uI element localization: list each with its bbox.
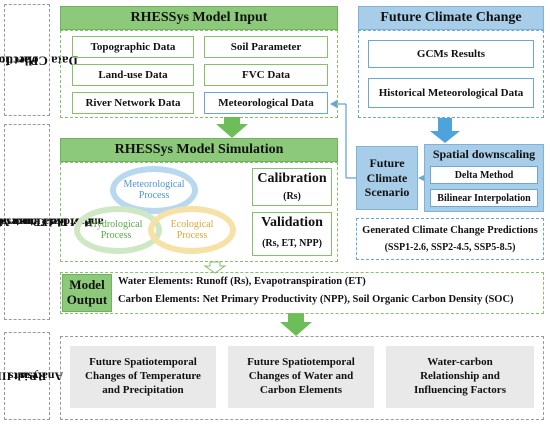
part1-label: Part I: Data Collection: [0, 4, 78, 116]
model-input-panel: [60, 30, 338, 118]
validation-title: Validation: [261, 215, 323, 230]
calibration-sub: (Rs): [283, 190, 301, 202]
delta-method: Delta Method: [430, 166, 538, 184]
arrow-simulation-to-output: [203, 261, 227, 274]
result-water-carbon-relationship: Water-carbon Relationship and Influencin…: [386, 346, 534, 408]
model-output-label-line1: Model: [69, 277, 105, 293]
result-temperature-precipitation: Future Spatiotemporal Changes of Tempera…: [70, 346, 216, 408]
result1-line3: and Precipitation: [102, 383, 184, 396]
result1-line2: Changes of Temperature: [85, 370, 201, 383]
future-scenario-box: Future Climate Scenario: [356, 146, 418, 210]
results-panel: [60, 336, 544, 420]
result3-line1: Water-carbon: [427, 356, 493, 369]
gcms-results: GCMs Results: [368, 40, 534, 68]
result3-line3: Influencing Factors: [414, 383, 506, 396]
future-scenario-line2: Climate: [366, 170, 408, 185]
model-input-title: RHESSys Model Input: [60, 6, 338, 30]
predictions-sub: (SSP1-2.6, SSP2-4.5, SSP5-8.5): [384, 241, 516, 253]
result-water-carbon-elements: Future Spatiotemporal Changes of Water a…: [228, 346, 374, 408]
input-topographic: Topographic Data: [72, 36, 194, 58]
input-river: River Network Data: [72, 92, 194, 114]
ecological-process-label: Ecological Process: [170, 218, 214, 242]
result2-line3: Carbon Elements: [259, 383, 343, 396]
input-soil: Soil Parameter: [204, 36, 328, 58]
part2-label: Part II : Future Meteorological Data Pro…: [0, 124, 103, 320]
hydrological-process-label: Hydrological Process: [89, 218, 143, 242]
meteorological-process-label: Meteorological Process: [123, 178, 185, 202]
simulation-title: RHESSys Model Simulation: [60, 138, 338, 162]
result2-line2: Changes of Water and: [248, 370, 354, 383]
simulation-panel: [60, 162, 338, 262]
meteorological-process-ellipse: [110, 166, 198, 214]
validation-box: [252, 212, 332, 256]
predictions-title: Generated Climate Change Predictions: [362, 224, 538, 236]
arrow-climate-to-downscaling: [430, 118, 460, 143]
calibration-box: [252, 168, 332, 206]
historical-meteorological: Historical Meteorological Data: [368, 78, 534, 108]
downscaling-title: Spatial downscaling: [432, 146, 536, 161]
water-elements: Water Elements: Runoff (Rs), Evapotransp…: [118, 276, 366, 287]
model-output-panel: [60, 272, 544, 314]
predictions-panel: [356, 218, 544, 260]
arrow-output-to-results: [280, 313, 312, 336]
validation-sub: (Rs, ET, NPP): [262, 237, 322, 249]
future-scenario-line1: Future: [369, 156, 405, 171]
calibration-title: Calibration: [257, 171, 327, 186]
input-fvc: FVC Data: [204, 64, 328, 86]
result3-line2: Relationship and: [420, 370, 500, 383]
input-landuse: Land-use Data: [72, 64, 194, 86]
climate-change-panel: [358, 30, 544, 118]
model-output-label-line2: Output: [66, 292, 108, 307]
part3-label: Part III : Results Analysis: [0, 332, 62, 420]
arrow-input-to-simulation: [216, 117, 248, 138]
bilinear-interpolation: Bilinear Interpolation: [430, 189, 538, 207]
input-meteorological: Meteorological Data: [204, 92, 328, 114]
future-scenario-line3: Scenario: [364, 185, 410, 200]
carbon-elements: Carbon Elements: Net Primary Productivit…: [118, 294, 514, 305]
result1-line1: Future Spatiotemporal: [89, 356, 197, 369]
model-output-label: Model Output: [62, 274, 112, 312]
ecological-process-ellipse: [148, 206, 236, 254]
climate-change-title: Future Climate Change: [358, 6, 544, 30]
result2-line1: Future Spatiotemporal: [247, 356, 355, 369]
